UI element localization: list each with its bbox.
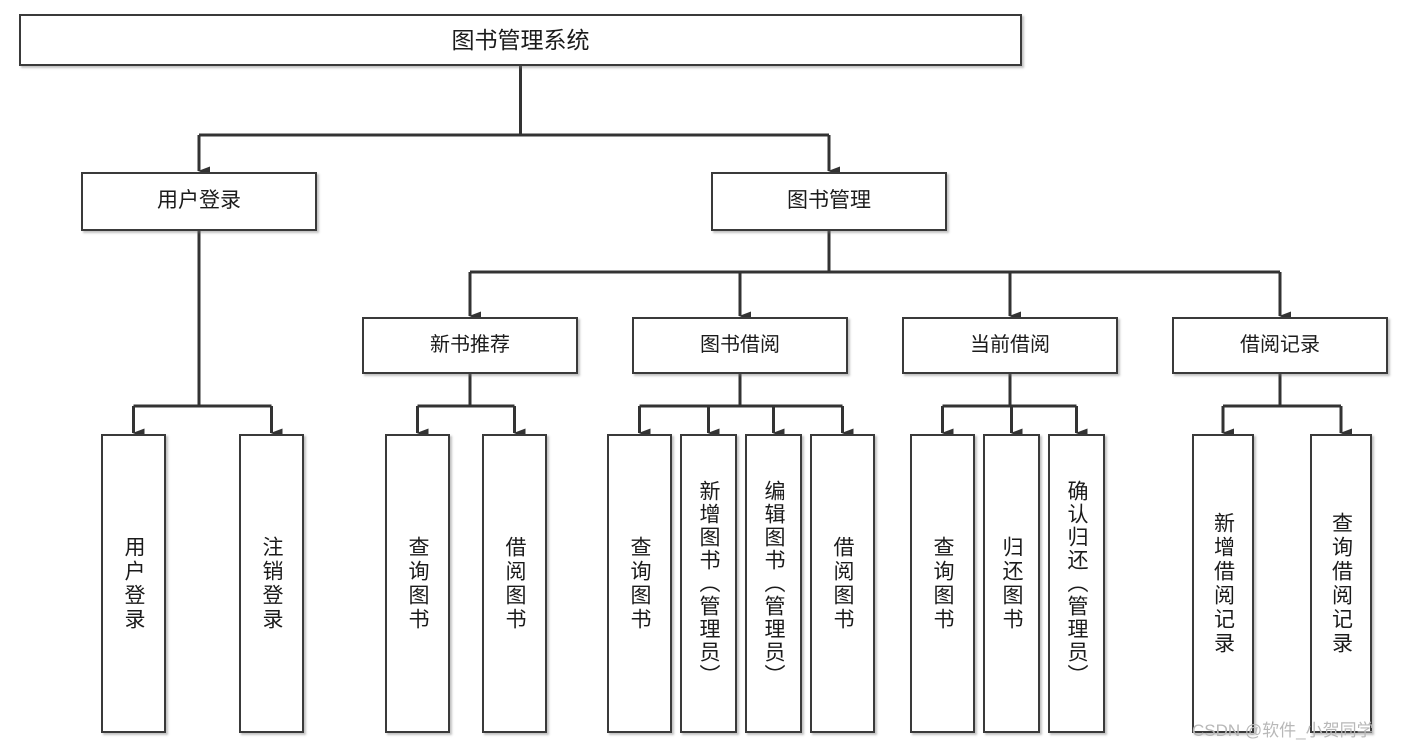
node-leaf-add-book-admin[interactable]: 新增图书（管理员） <box>680 434 737 733</box>
node-label-leaf-query-book-1: 查询图书 <box>406 535 429 632</box>
node-leaf-confirm-return-admin[interactable]: 确认归还（管理员） <box>1048 434 1105 733</box>
node-label-root: 图书管理系统 <box>451 26 590 53</box>
node-leaf-add-borrow-record[interactable]: 新增借阅记录 <box>1192 434 1254 733</box>
node-label-current-borrow: 当前借阅 <box>970 334 1050 356</box>
node-leaf-query-borrow-record[interactable]: 查询借阅记录 <box>1310 434 1372 733</box>
node-new-book-recommend[interactable]: 新书推荐 <box>362 317 578 374</box>
node-leaf-query-book-2[interactable]: 查询图书 <box>607 434 672 733</box>
node-label-leaf-add-book-admin: 新增图书（管理员） <box>697 480 720 687</box>
node-label-leaf-add-borrow-record: 新增借阅记录 <box>1211 511 1235 656</box>
node-label-leaf-confirm-return-admin: 确认归还（管理员） <box>1065 480 1088 687</box>
node-borrow-record[interactable]: 借阅记录 <box>1172 317 1388 374</box>
node-label-leaf-borrow-book-1: 借阅图书 <box>503 535 526 632</box>
node-label-leaf-logout: 注销登录 <box>260 535 283 632</box>
node-current-borrow[interactable]: 当前借阅 <box>902 317 1118 374</box>
node-leaf-logout[interactable]: 注销登录 <box>239 434 304 733</box>
node-user-login[interactable]: 用户登录 <box>81 172 317 231</box>
node-label-leaf-edit-book-admin: 编辑图书（管理员） <box>762 480 785 687</box>
node-label-user-login: 用户登录 <box>157 189 241 213</box>
node-label-leaf-return-book: 归还图书 <box>1000 535 1023 632</box>
node-book-borrow[interactable]: 图书借阅 <box>632 317 848 374</box>
node-leaf-query-book-3[interactable]: 查询图书 <box>910 434 975 733</box>
node-label-leaf-user-login: 用户登录 <box>122 535 145 632</box>
node-label-book-borrow: 图书借阅 <box>700 334 780 356</box>
node-leaf-query-book-1[interactable]: 查询图书 <box>385 434 450 733</box>
node-root[interactable]: 图书管理系统 <box>19 14 1022 66</box>
node-label-book-manage: 图书管理 <box>787 189 871 213</box>
node-book-manage[interactable]: 图书管理 <box>711 172 947 231</box>
node-label-leaf-borrow-book-2: 借阅图书 <box>831 535 854 632</box>
node-leaf-return-book[interactable]: 归还图书 <box>983 434 1040 733</box>
node-label-leaf-query-book-2: 查询图书 <box>628 535 651 632</box>
node-label-leaf-query-book-3: 查询图书 <box>931 535 954 632</box>
node-label-borrow-record: 借阅记录 <box>1240 334 1320 356</box>
node-leaf-edit-book-admin[interactable]: 编辑图书（管理员） <box>745 434 802 733</box>
node-leaf-borrow-book-1[interactable]: 借阅图书 <box>482 434 547 733</box>
node-label-new-book-recommend: 新书推荐 <box>430 334 510 356</box>
node-leaf-borrow-book-2[interactable]: 借阅图书 <box>810 434 875 733</box>
node-leaf-user-login[interactable]: 用户登录 <box>101 434 166 733</box>
node-label-leaf-query-borrow-record: 查询借阅记录 <box>1329 511 1353 656</box>
